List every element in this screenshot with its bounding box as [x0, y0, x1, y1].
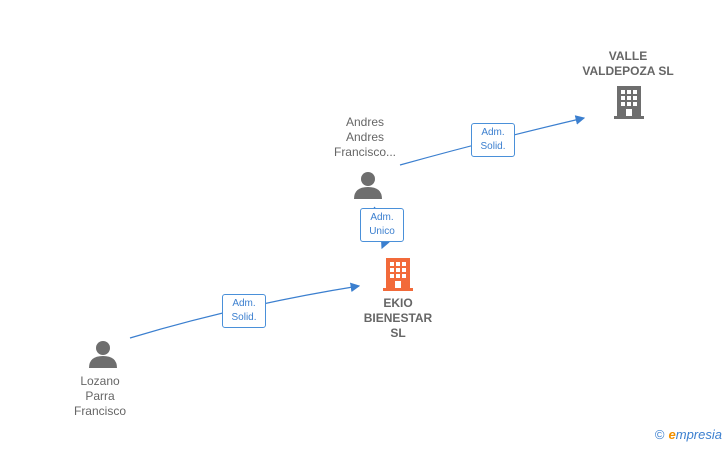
person-icon[interactable]: [87, 339, 119, 369]
node-label-ekio: EKIO BIENESTAR SL: [363, 296, 433, 340]
person-icon[interactable]: [352, 170, 384, 200]
edge-label-andres-ekio[interactable]: Adm. Unico: [360, 208, 404, 242]
brand-name: mpresia: [675, 427, 722, 442]
brand-initial: e: [668, 427, 676, 442]
edge-label-lozano-ekio[interactable]: Adm. Solid.: [222, 294, 266, 328]
node-label-lozano: Lozano Parra Francisco: [73, 374, 126, 418]
node-label-valle: VALLE VALDEPOZA SL: [582, 49, 674, 78]
edge-label-andres-valle[interactable]: Adm. Solid.: [471, 123, 515, 157]
building-icon[interactable]: [612, 84, 646, 120]
building-icon[interactable]: [381, 256, 415, 292]
copyright-icon: ©: [654, 427, 665, 442]
empresia-logo[interactable]: ©empresia: [655, 427, 722, 442]
node-label-andres: Andres Andres Francisco...: [333, 115, 396, 159]
